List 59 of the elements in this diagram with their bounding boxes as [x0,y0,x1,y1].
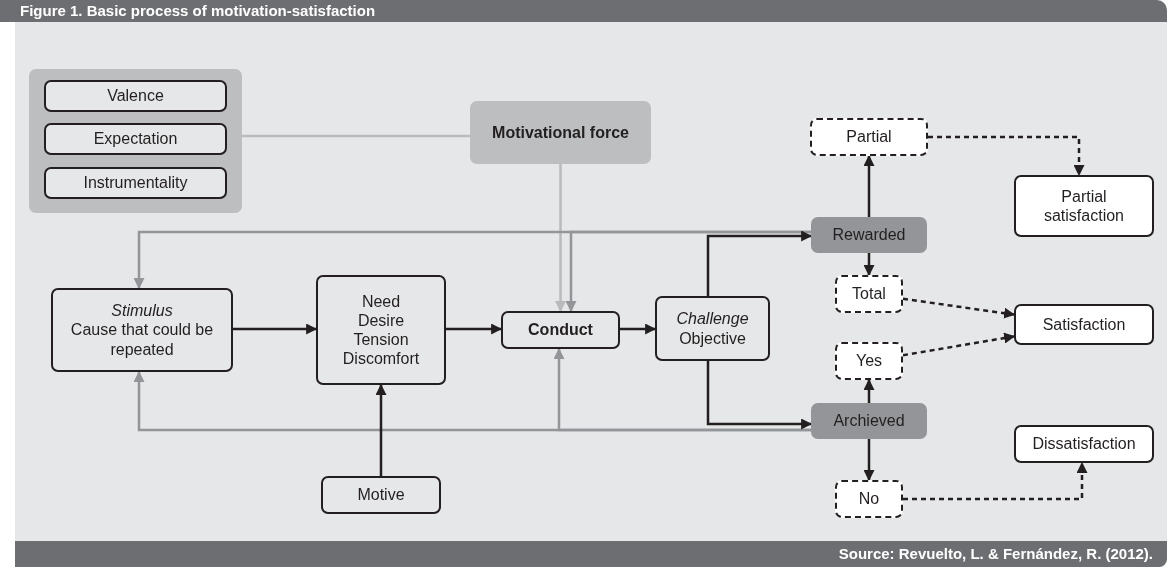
box-label: Archieved [833,411,905,431]
arrow [902,332,1016,357]
box-label: Total [852,284,886,304]
result-box [1014,425,1154,463]
box-label: Dissatisfaction [1032,434,1136,454]
group-panel [29,69,242,213]
arrow [555,164,566,313]
box-label: Stimulus [111,301,173,321]
process-box [44,80,227,112]
highlight-box [470,101,651,164]
option-box [835,342,903,380]
process-box [316,275,446,385]
arrow [903,461,1088,501]
arrow [902,297,1016,319]
figure-title: Figure 1. Basic process of motivation-satisfaction [20,2,376,19]
process-box [501,311,620,349]
box-label: Rewarded [832,225,906,245]
connector-line [242,134,470,138]
arrow [233,323,318,335]
process-box [44,123,227,155]
box-label: Cause that could be repeated [69,320,215,359]
box-label: Partial satisfaction [1042,186,1125,226]
arrow [863,253,875,277]
process-box [51,288,233,372]
arrow [620,323,657,335]
arrow [706,230,813,296]
box-label: Motivational force [492,122,629,143]
process-box [44,167,227,199]
outcome-box [811,403,927,439]
box-label: Instrumentality [83,173,188,193]
option-box [810,118,928,156]
box-label: Challenge [676,309,749,329]
result-box [1014,304,1154,345]
box-label: Yes [855,351,883,371]
process-box [655,296,770,361]
arrow [565,230,811,313]
result-box [1014,175,1154,237]
box-label: Motive [357,485,405,505]
arrow [863,154,875,217]
outcome-box [811,217,927,253]
arrow [375,383,387,476]
box-label: Expectation [93,129,178,149]
box-label: Satisfaction [1042,314,1126,335]
arrow [446,323,503,335]
arrow [706,361,813,430]
process-box [321,476,441,514]
option-box [835,275,903,313]
box-label: Valence [107,86,164,106]
arrow [863,378,875,403]
arrow [553,347,811,432]
arrow [863,439,875,482]
box-label: Objective [679,328,746,348]
box-label: No [858,489,880,509]
box-label: Conduct [528,320,593,340]
box-label: Partial [846,127,892,147]
box-label: Need Desire Tension Discomfort [341,291,421,369]
source-caption: Source: Revuelto, L. & Fernández, R. (2012). [838,545,1153,562]
arrow [928,135,1085,177]
option-box [835,480,903,518]
